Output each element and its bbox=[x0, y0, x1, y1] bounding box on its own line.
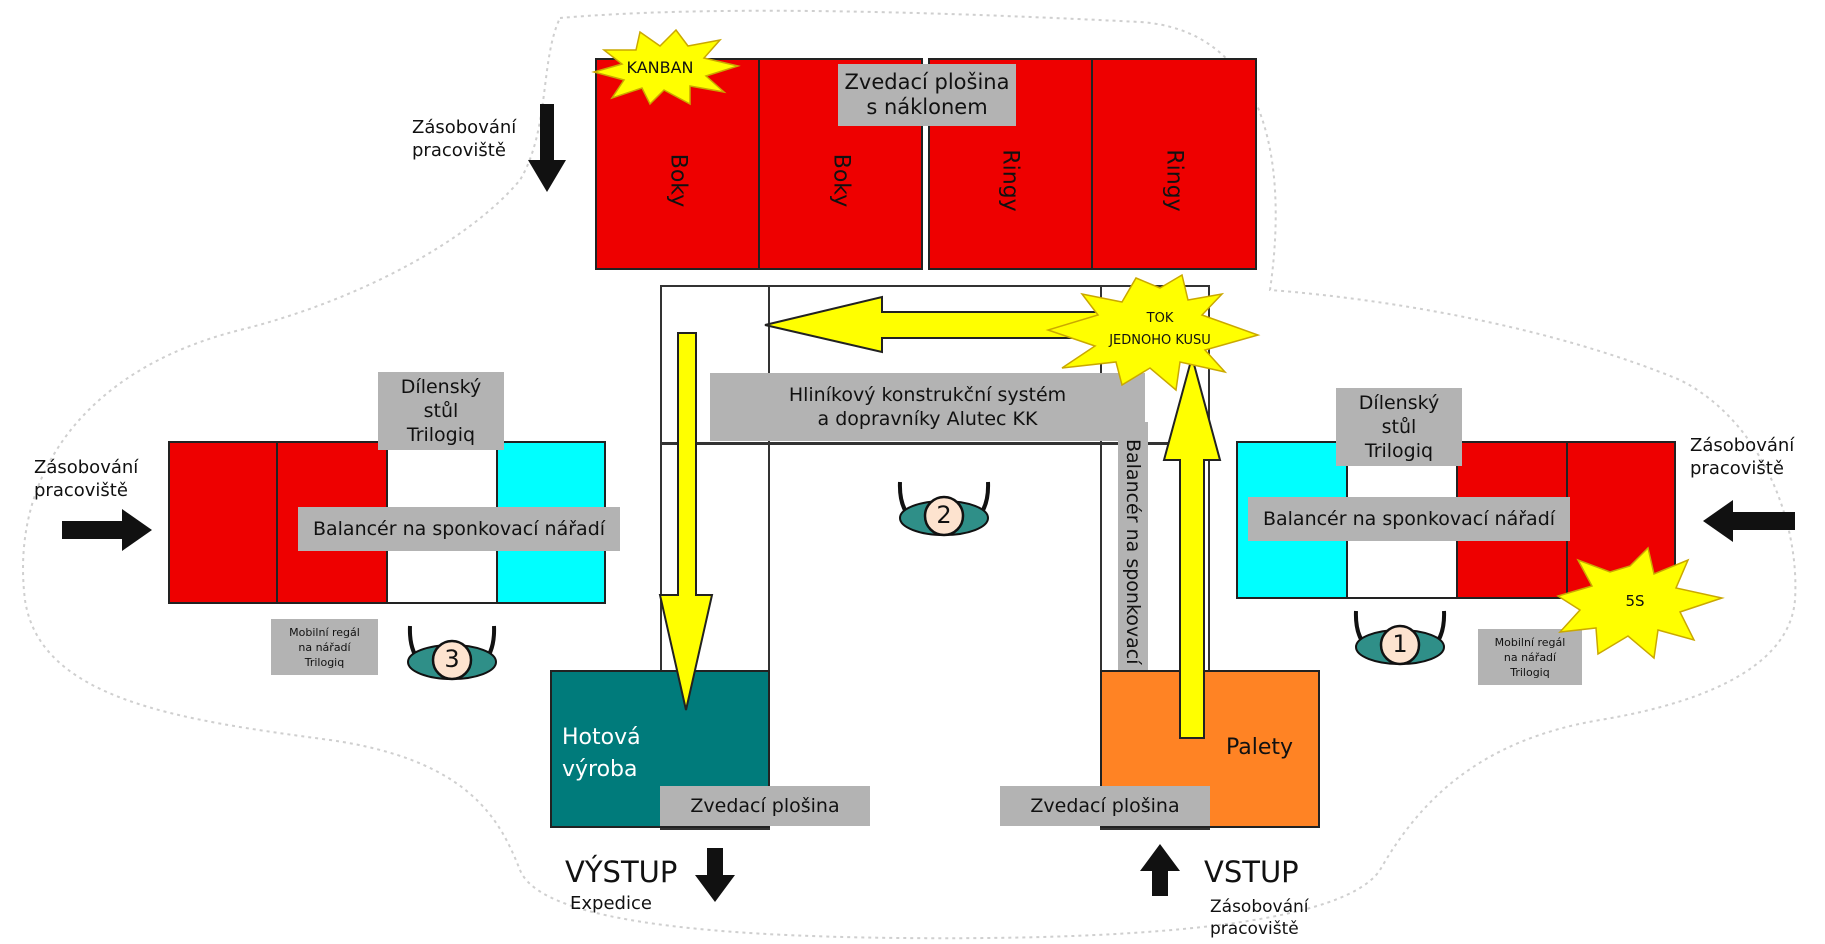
worker-number-2: 2 bbox=[936, 501, 952, 529]
five-s-label: 5S bbox=[1625, 592, 1645, 610]
kanban-label: KANBAN bbox=[626, 58, 694, 77]
tilt-platform-label: Zvedací plošina s náklonem bbox=[838, 64, 1016, 126]
worker-number-3: 3 bbox=[444, 645, 460, 673]
input-subtitle: Zásobování pracoviště bbox=[1210, 897, 1309, 939]
top-zone-label-1: Boky bbox=[665, 153, 690, 207]
top-zone-label-3: Ringy bbox=[997, 148, 1023, 212]
top-zone-label-4: Ringy bbox=[1161, 148, 1187, 212]
right-table-label: Dílenský stůl Trilogiq bbox=[1336, 388, 1462, 466]
right-balancer-label: Balancér na sponkovací nářadí bbox=[1248, 497, 1570, 541]
top-zone-label-2: Boky bbox=[828, 153, 853, 207]
worker-number-1: 1 bbox=[1392, 630, 1408, 658]
output-title: VÝSTUP bbox=[565, 855, 678, 889]
left-balancer-label: Balancér na sponkovací nářadí bbox=[298, 507, 620, 551]
output-subtitle: Expedice bbox=[570, 893, 652, 914]
left-zone-1 bbox=[168, 441, 278, 604]
left-mobile-rack-label: Mobilní regál na nářadí Trilogiq bbox=[271, 619, 378, 675]
one-piece-flow-label: TOK JEDNOHO KUSU bbox=[1109, 311, 1211, 348]
left-supply-label: Zásobování pracoviště bbox=[34, 457, 139, 501]
aluminium-system-label: Hliníkový konstrukční systém a dopravník… bbox=[710, 373, 1145, 441]
top-zone-4 bbox=[1091, 58, 1257, 270]
left-table-label: Dílenský stůl Trilogiq bbox=[378, 372, 504, 450]
right-mobile-rack-label: Mobilní regál na nářadí Trilogiq bbox=[1478, 629, 1582, 685]
input-title: VSTUP bbox=[1204, 855, 1299, 889]
output-platform-label: Zvedací plošina bbox=[660, 786, 870, 826]
finished-goods-label: Hotová výroba bbox=[562, 725, 641, 782]
right-supply-label: Zásobování pracoviště bbox=[1690, 435, 1795, 479]
right-zone-4 bbox=[1566, 441, 1676, 599]
top-supply-label: Zásobování pracoviště bbox=[412, 117, 517, 161]
input-platform-label: Zvedací plošina bbox=[1000, 786, 1210, 826]
pallets-label: Palety bbox=[1226, 735, 1294, 760]
